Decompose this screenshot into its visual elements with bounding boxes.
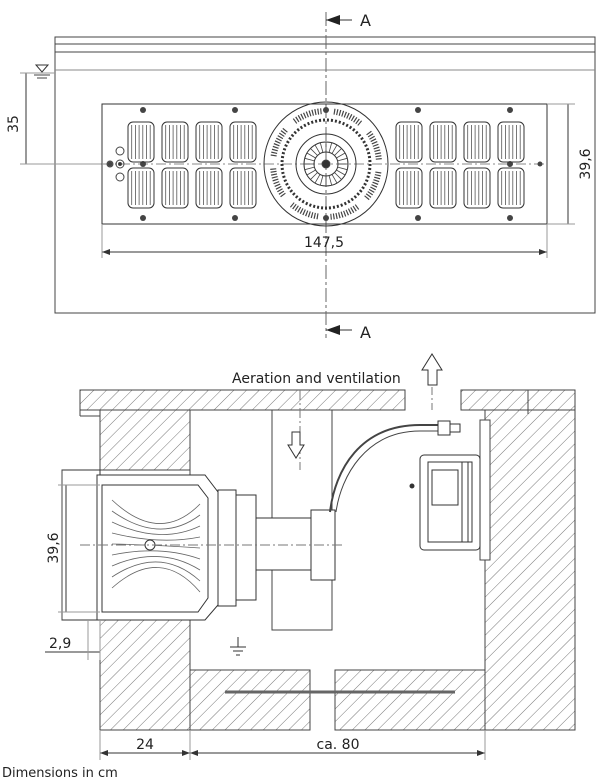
grille-slot bbox=[463, 167, 491, 209]
section-arrow-bottom bbox=[326, 325, 352, 335]
section-label-top: A bbox=[360, 11, 371, 30]
screw-icon bbox=[140, 215, 146, 221]
grille-slot bbox=[497, 121, 525, 163]
screw-icon bbox=[507, 107, 513, 113]
grille-slot bbox=[463, 121, 491, 163]
dim-offset-label: 2,9 bbox=[49, 636, 71, 652]
screw-icon bbox=[232, 107, 238, 113]
grille-slot bbox=[395, 167, 423, 209]
screw-icon bbox=[323, 215, 329, 221]
bottom-slab bbox=[189, 669, 311, 731]
top-slab bbox=[79, 389, 406, 411]
panel-grilles bbox=[127, 121, 525, 209]
pool-outline bbox=[54, 36, 596, 314]
dim-height-section-label: 39,6 bbox=[46, 532, 62, 563]
screw-icon bbox=[232, 215, 238, 221]
grille-slot bbox=[161, 167, 189, 209]
section-label-bottom: A bbox=[360, 323, 371, 342]
airflow-label: Aeration and ventilation bbox=[232, 371, 401, 387]
grille-slot bbox=[127, 167, 155, 209]
screw-icon bbox=[415, 107, 421, 113]
grille-slot bbox=[195, 121, 223, 163]
grille-slot bbox=[195, 167, 223, 209]
nozzle-icon bbox=[263, 101, 389, 227]
left-wall bbox=[99, 409, 191, 471]
airflow-down-arrow bbox=[287, 431, 305, 459]
right-wall bbox=[484, 409, 576, 731]
screw-icon bbox=[140, 107, 146, 113]
screw-icon bbox=[415, 215, 421, 221]
grille-slot bbox=[497, 167, 525, 209]
grille-slot bbox=[161, 121, 189, 163]
pump-housing-icon bbox=[96, 474, 336, 621]
screw-icon bbox=[507, 215, 513, 221]
caption: Dimensions in cm bbox=[2, 766, 118, 781]
grille-slot bbox=[429, 121, 457, 163]
screw-icon bbox=[323, 107, 329, 113]
grille-slot bbox=[229, 121, 257, 163]
grille-slot bbox=[127, 121, 155, 163]
airflow-up-arrow bbox=[421, 353, 443, 386]
grille-slot bbox=[395, 121, 423, 163]
dim-width-label: 147,5 bbox=[304, 235, 344, 251]
section-arrow-top bbox=[326, 15, 352, 25]
section-view bbox=[45, 353, 576, 760]
screw-icon bbox=[107, 161, 113, 167]
water-level-icon bbox=[34, 64, 50, 79]
grille-slot bbox=[229, 167, 257, 209]
dim-height-plan-label: 39,6 bbox=[578, 148, 594, 179]
screw-icon bbox=[537, 161, 543, 167]
air-hose bbox=[329, 424, 440, 513]
dim-wall-label: 24 bbox=[136, 737, 154, 753]
ground-icon bbox=[230, 637, 246, 656]
dim-depth-label: 35 bbox=[6, 115, 22, 133]
plan-view bbox=[20, 12, 596, 338]
grille-slot bbox=[429, 167, 457, 209]
control-buttons-icon bbox=[106, 146, 125, 182]
control-box-icon bbox=[409, 454, 481, 551]
dim-length-label: ca. 80 bbox=[317, 737, 360, 753]
